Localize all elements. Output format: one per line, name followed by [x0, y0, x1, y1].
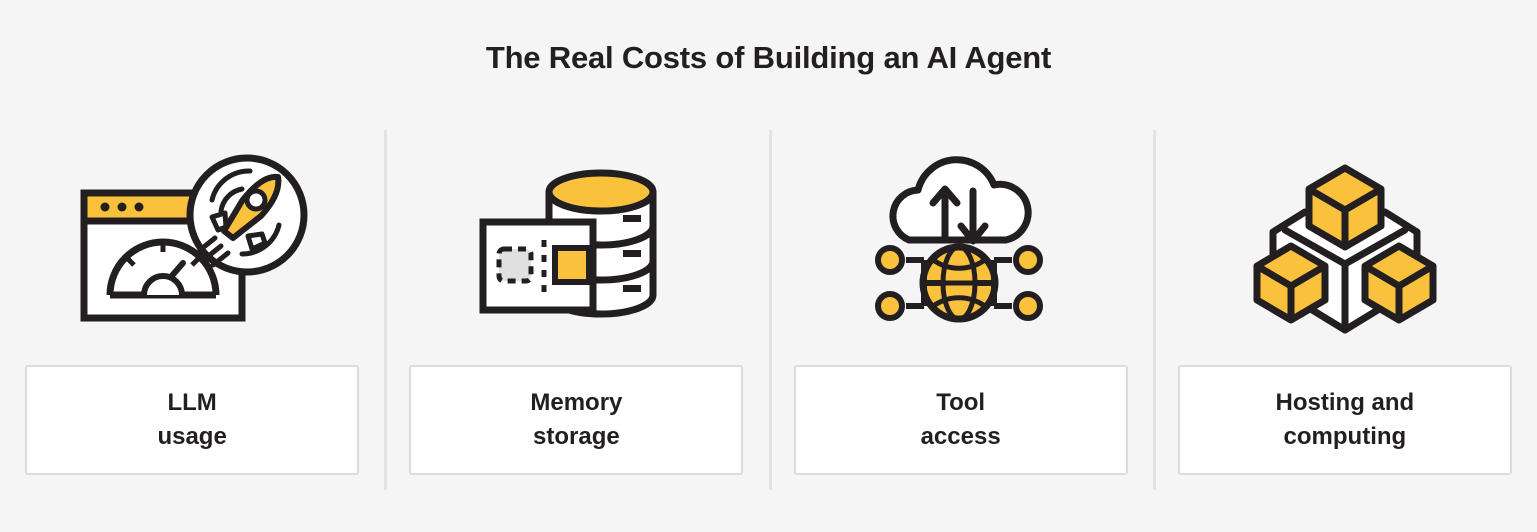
llm-usage-icon: [80, 154, 308, 321]
memory-storage-icon: [479, 169, 657, 318]
cost-column-tool-access: Tool access: [768, 130, 1153, 490]
cost-label-hosting-computing: Hosting and computing: [1177, 365, 1512, 475]
cost-column-hosting-computing: Hosting and computing: [1152, 130, 1537, 490]
icon-container-memory-storage: [471, 130, 681, 365]
cost-column-llm-usage: LLM usage: [0, 130, 384, 490]
cost-columns: LLM usage: [0, 130, 1537, 490]
tool-access-icon: [874, 156, 1043, 323]
icon-container-tool-access: [846, 130, 1076, 365]
cost-label-llm-usage: LLM usage: [25, 365, 360, 475]
icon-container-llm-usage: [72, 130, 312, 365]
icon-container-hosting-computing: [1245, 130, 1445, 365]
cost-label-tool-access: Tool access: [793, 365, 1128, 475]
cost-column-memory-storage: Memory storage: [384, 130, 768, 490]
page-title: The Real Costs of Building an AI Agent: [485, 40, 1052, 75]
cost-label-memory-storage: Memory storage: [409, 365, 744, 475]
hosting-computing-icon: [1253, 164, 1437, 334]
